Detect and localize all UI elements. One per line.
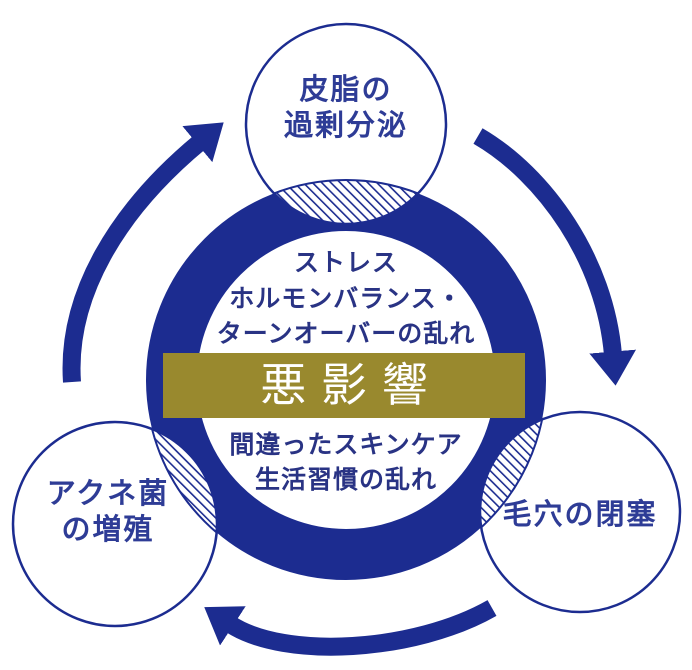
cycle-arrow-left-up — [62, 122, 224, 383]
overlap-hatch-top — [244, 180, 448, 226]
center-causes-top: ストレス ホルモンバランス・ ターンオーバーの乱れ — [0, 246, 692, 353]
bad-influence-label: 悪影響 — [260, 359, 443, 411]
node-label-line: 毛穴の閉塞 — [502, 499, 658, 531]
node-label-sebum: 皮脂の 過剰分泌 — [226, 73, 466, 144]
cause-line-skincare: 間違ったスキンケア — [229, 431, 463, 459]
node-label-line: アクネ菌 — [46, 478, 170, 510]
node-label-line: 皮脂の — [299, 74, 393, 106]
cause-line-turnover: ターンオーバーの乱れ — [216, 320, 476, 348]
node-label-line: の増殖 — [61, 514, 155, 546]
cause-line-hormone: ホルモンバランス・ — [229, 284, 463, 313]
node-label-pores: 毛穴の閉塞 — [455, 497, 692, 533]
overlap-hatch-top-edge — [246, 179, 446, 224]
bad-influence-banner: 悪影響 — [163, 353, 525, 418]
node-label-line: 過剰分泌 — [283, 109, 408, 142]
node-label-acne: アクネ菌 の増殖 — [8, 476, 208, 548]
center-causes-bottom: 間違ったスキンケア 生活習慣の乱れ — [0, 428, 692, 498]
cycle-arrow-bottom-left — [204, 600, 497, 656]
cycle-arrow-right-down — [473, 128, 637, 386]
cause-line-lifestyle: 生活習慣の乱れ — [254, 466, 437, 494]
cause-line-stress: ストレス — [293, 249, 398, 277]
